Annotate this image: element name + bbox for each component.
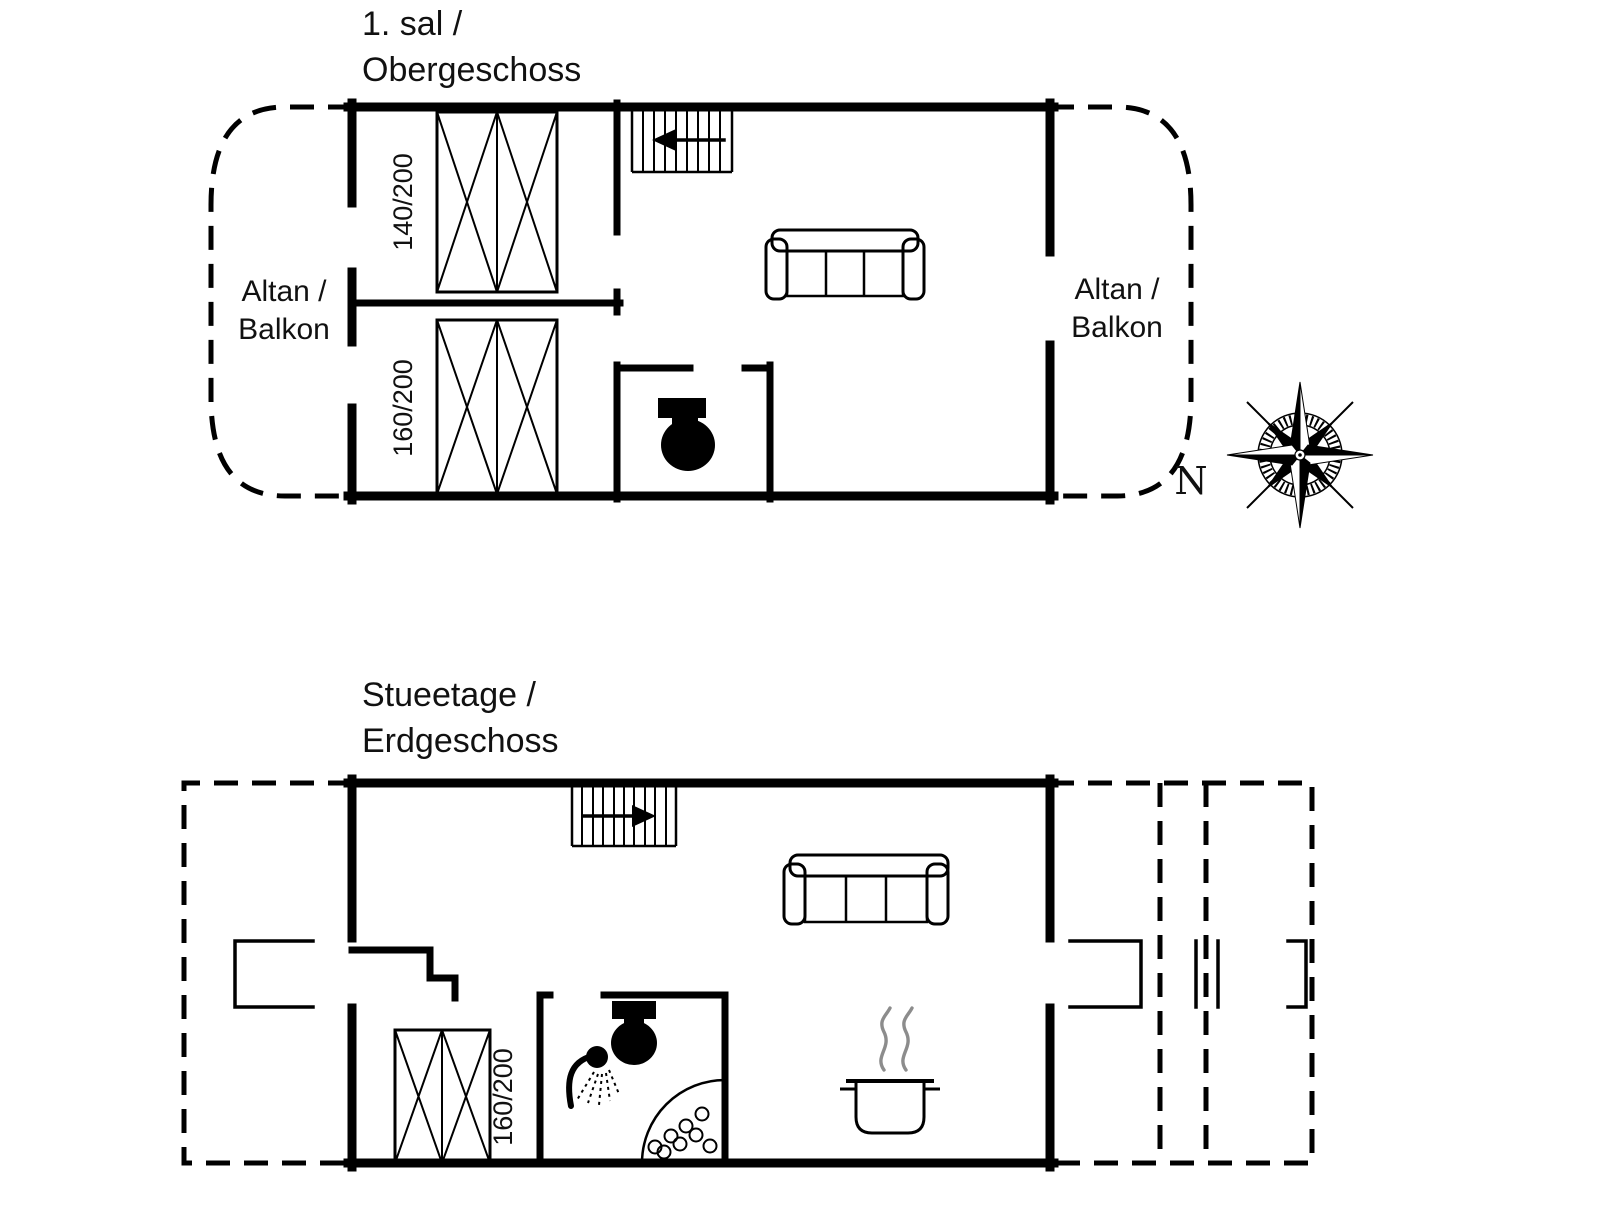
bed-size-label: 160/200: [388, 359, 418, 457]
upper-floor-plan: 1. sal / Obergeschoss 140/200: [208, 5, 1194, 505]
upper-floor-title-line2: Obergeschoss: [362, 51, 581, 89]
ground-bathroom-wall: [536, 991, 729, 1167]
balcony-left-label-line1: Altan /: [241, 275, 327, 308]
bed-size-label: 160/200: [488, 1048, 518, 1146]
stairs-arrow-head: [632, 805, 656, 827]
balcony-right-label-line1: Altan /: [1074, 273, 1160, 306]
sofa-icon: [764, 228, 926, 301]
sofa-icon: [782, 853, 950, 926]
bed-size-label: 140/200: [388, 153, 418, 251]
double-bed-icon: [435, 110, 559, 294]
steam-icon: [901, 1006, 914, 1072]
toilet-icon: [658, 398, 715, 471]
toilet-icon: [611, 1001, 657, 1065]
compass-rose-icon: [1226, 381, 1374, 529]
terrace-right-step: [1286, 939, 1308, 1009]
double-bed-icon: [393, 1028, 492, 1165]
terrace-left-step: [233, 939, 315, 1009]
double-bed-icon: [435, 318, 559, 496]
cooking-pot-icon: [840, 1006, 940, 1135]
ground-floor-title-line2: Erdgeschoss: [362, 722, 559, 760]
balcony-left-outline: [208, 104, 352, 499]
terrace-left-outline: [181, 780, 352, 1166]
stairs-icon: [570, 783, 678, 848]
ground-floor-title-line1: Stueetage /: [362, 676, 536, 714]
steam-icon: [879, 1006, 892, 1072]
shower-icon: [566, 1046, 620, 1109]
terrace-right-step: [1068, 939, 1143, 1009]
upper-floor-title-line1: 1. sal /: [362, 5, 463, 43]
ground-floor-plan: Stueetage / Erdgeschoss: [181, 676, 1315, 1172]
balcony-right-label-line2: Balkon: [1071, 311, 1163, 344]
shower-basin-icon: [640, 1078, 726, 1164]
stairs-arrow-head: [652, 129, 676, 151]
balcony-left-label-line2: Balkon: [238, 313, 330, 346]
stairs-icon: [630, 107, 734, 174]
terrace-right-step: [1194, 939, 1220, 1009]
compass-north-label: N: [1174, 459, 1207, 503]
upper-bathroom-wall: [613, 361, 774, 503]
balcony-right-outline: [1050, 104, 1194, 499]
ground-step-wall: [348, 946, 459, 1002]
terrace-right-outline: [1050, 780, 1315, 1166]
